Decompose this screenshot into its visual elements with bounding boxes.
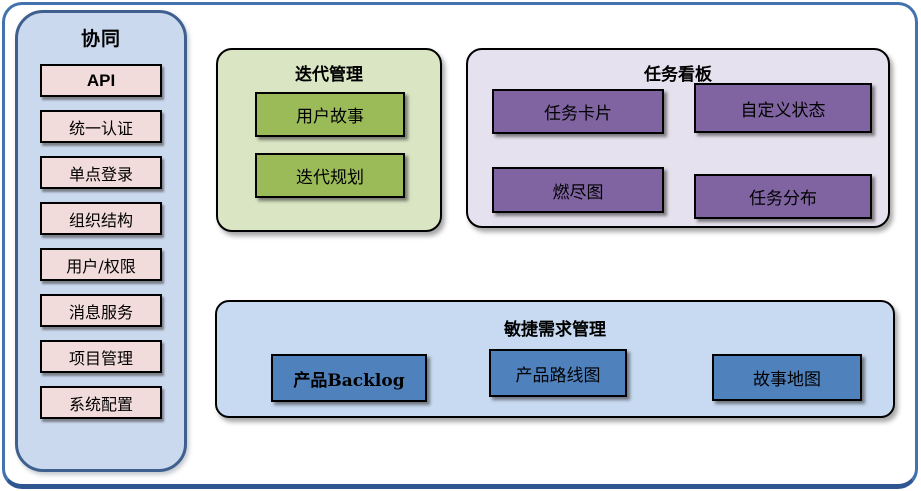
panel-iteration-management: 迭代管理 用户故事 迭代规划 [216,48,442,232]
sidebar-item-user-permissions: 用户/权限 [40,248,162,281]
sidebar-item-list: API 统一认证 单点登录 组织结构 用户/权限 消息服务 项目管理 系统配置 [40,64,162,419]
box-product-backlog: 产品Backlog [271,354,427,402]
panel-agile-requirements: 敏捷需求管理 产品Backlog 产品路线图 故事地图 [215,300,895,418]
panel-kanban-title: 任务看板 [644,65,712,84]
sidebar-item-project-management: 项目管理 [40,340,162,373]
panel-iteration-title: 迭代管理 [295,65,363,84]
sidebar-item-org-structure: 组织结构 [40,202,162,235]
sidebar-item-unified-auth: 统一认证 [40,110,162,143]
box-task-distribution: 任务分布 [694,174,872,219]
box-iteration-planning: 迭代规划 [255,153,405,198]
box-story-map: 故事地图 [712,354,862,401]
sidebar-item-sso: 单点登录 [40,156,162,189]
panel-task-kanban: 任务看板 任务卡片 自定义状态 燃尽图 任务分布 [466,48,890,228]
sidebar-item-message-service: 消息服务 [40,294,162,327]
sidebar-item-api: API [40,64,162,97]
sidebar-collaboration: 协同 API 统一认证 单点登录 组织结构 用户/权限 消息服务 项目管理 系统… [15,10,187,472]
box-custom-status: 自定义状态 [694,83,872,133]
sidebar-title: 协同 [80,29,121,50]
box-task-card: 任务卡片 [492,89,664,134]
panel-agile-title: 敏捷需求管理 [504,320,606,339]
sidebar-item-system-config: 系统配置 [40,386,162,419]
box-burndown-chart: 燃尽图 [492,167,664,213]
box-user-story: 用户故事 [255,92,405,137]
box-product-roadmap: 产品路线图 [489,349,627,397]
